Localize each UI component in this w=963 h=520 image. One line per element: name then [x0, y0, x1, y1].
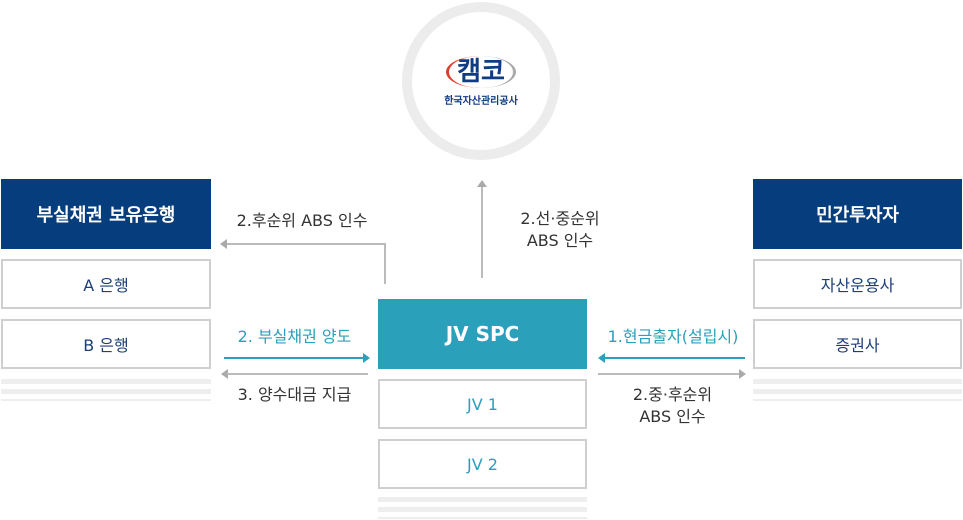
arrow-left-icon	[598, 353, 605, 363]
asset-manager-box: 자산운용사	[753, 259, 962, 309]
bank-a-box: A 은행	[1, 259, 211, 309]
arrow-line	[598, 373, 739, 375]
banks-header: 부실채권 보유은행	[1, 179, 211, 249]
label-line: ABS 인수	[639, 407, 706, 426]
label-payment: 3. 양수대금 지급	[237, 385, 352, 404]
arrow-line	[604, 357, 745, 359]
decorative-lines	[1, 379, 211, 401]
decorative-lines	[753, 379, 962, 401]
securities-box: 증권사	[753, 319, 962, 369]
arrow-up-icon	[477, 180, 487, 187]
label-junior-abs: 2.후순위 ABS 인수	[236, 211, 368, 230]
kamco-logo-name: 한국자산관리공사	[444, 95, 518, 107]
label-mezz-junior-abs: 2.중·후순위 ABS 인수	[600, 384, 745, 428]
bank-b-box: B 은행	[1, 319, 211, 369]
label-line: 2.중·후순위	[632, 385, 713, 404]
jv2-box: JV 2	[378, 439, 587, 489]
jv1-box: JV 1	[378, 379, 587, 429]
arrow-left-icon	[220, 239, 227, 249]
label-line: 2.선·중순위	[520, 209, 600, 228]
jv-spc-header: JV SPC	[378, 299, 587, 369]
arrow-line	[384, 244, 386, 284]
arrow-line	[227, 373, 368, 375]
arrow-right-icon	[739, 369, 746, 379]
arrow-line	[481, 186, 483, 278]
label-senior-abs: 2.선·중순위 ABS 인수	[490, 208, 630, 252]
label-npl-transfer: 2. 부실채권 양도	[237, 327, 352, 346]
arrow-line	[224, 357, 364, 359]
label-line: ABS 인수	[526, 231, 594, 250]
arrow-right-icon	[363, 353, 370, 363]
kamco-logo-circle: 캠코 한국자산관리공사	[402, 2, 560, 160]
arrow-line	[226, 243, 386, 245]
kamco-logo-mark: 캠코	[446, 55, 516, 88]
label-cash-contribution: 1.현금출자(설립시)	[607, 327, 739, 346]
decorative-lines	[378, 497, 587, 519]
investors-header: 민간투자자	[753, 179, 962, 249]
arrow-left-icon	[221, 369, 228, 379]
